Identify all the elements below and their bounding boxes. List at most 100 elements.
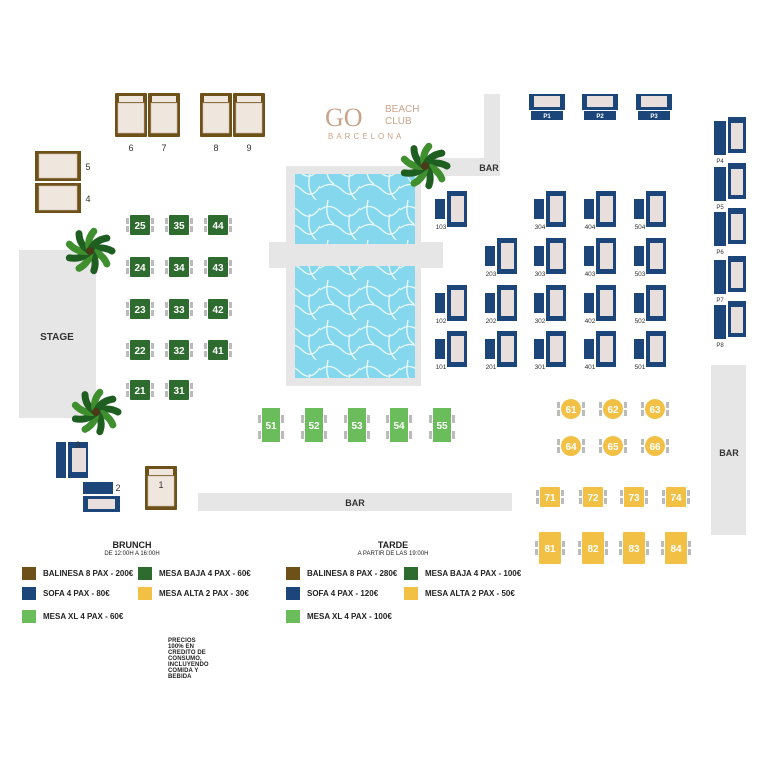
mesa-alta-64[interactable]: 64 — [557, 436, 585, 456]
sofa-304[interactable]: 304 — [534, 191, 566, 231]
mesa-baja-swatch — [404, 567, 418, 580]
sofa-403[interactable]: 403 — [584, 238, 616, 278]
bar-bottom — [198, 493, 512, 511]
seat-label: 304 — [535, 224, 546, 231]
seat-label: 102 — [436, 318, 447, 325]
mesa-xl-55[interactable]: 55 — [429, 408, 455, 442]
seat-label: 83 — [628, 544, 640, 555]
sofa-p5[interactable]: P5 — [714, 163, 746, 211]
mesa-alta-81[interactable]: 81 — [535, 532, 565, 564]
seat-label: 61 — [565, 405, 577, 416]
sofa-503[interactable]: 503 — [634, 238, 666, 278]
seat-label: 202 — [486, 318, 497, 325]
undefined[interactable]: P3 — [636, 94, 672, 120]
mesa-baja-33[interactable]: 33 — [165, 299, 193, 319]
sofa-201[interactable]: 201 — [485, 331, 517, 371]
sofa-502[interactable]: 502 — [634, 285, 666, 325]
balinesa-1[interactable]: 1 — [145, 466, 177, 510]
seat-label: 23 — [134, 305, 146, 316]
mesa-alta-72[interactable]: 72 — [579, 487, 607, 507]
sofa-3[interactable] — [56, 442, 88, 478]
seat-label: 42 — [212, 305, 224, 316]
pool-top[interactable] — [295, 174, 415, 244]
mesa-alta-73[interactable]: 73 — [620, 487, 648, 507]
mesa-baja-34[interactable]: 34 — [165, 257, 193, 277]
sofa-swatch — [286, 587, 300, 600]
balinesa-5[interactable]: 5 — [35, 151, 91, 181]
sofa-404[interactable]: 404 — [584, 191, 616, 231]
sofa-303[interactable]: 303 — [534, 238, 566, 278]
mesa-alta-84[interactable]: 84 — [661, 532, 691, 564]
mesa-baja-24[interactable]: 24 — [126, 257, 154, 277]
seat-label: 34 — [173, 263, 185, 274]
mesa-baja-35[interactable]: 35 — [165, 215, 193, 235]
legend-tarde-sofa: SOFA 4 PAX - 120€ — [286, 587, 378, 600]
undefined[interactable]: P2 — [582, 94, 618, 120]
seat-label: 4 — [85, 194, 90, 204]
mesa-baja-25[interactable]: 25 — [126, 215, 154, 235]
mesa-xl-51[interactable]: 51 — [258, 408, 284, 442]
sofa-501[interactable]: 501 — [634, 331, 666, 371]
undefined[interactable]: P1 — [529, 94, 565, 120]
seat-label: 31 — [173, 386, 185, 397]
legend-tarde-balinesa: BALINESA 8 PAX - 280€ — [286, 567, 397, 580]
mesa-xl-54[interactable]: 54 — [386, 408, 412, 442]
mesa-baja-22[interactable]: 22 — [126, 340, 154, 360]
legend-tarde-subtitle: A PARTIR DE LAS 19:00H — [357, 551, 429, 557]
sofa-202[interactable]: 202 — [485, 285, 517, 325]
seat-label: P3 — [650, 114, 658, 120]
balinesa-7[interactable]: 7 — [148, 93, 180, 153]
sofa-101[interactable]: 101 — [435, 331, 467, 371]
mesa-alta-66[interactable]: 66 — [641, 436, 669, 456]
sofa-103[interactable]: 103 — [435, 191, 467, 231]
mesa-baja-31[interactable]: 31 — [165, 380, 193, 400]
seat-label: P6 — [716, 250, 724, 256]
seat-label: 6 — [128, 143, 133, 153]
sofa-p4[interactable]: P4 — [714, 117, 746, 165]
mesa-alta-63[interactable]: 63 — [641, 399, 669, 419]
mesa-baja-21[interactable]: 21 — [126, 380, 154, 400]
seat-label: 63 — [649, 405, 661, 416]
mesa-baja-43[interactable]: 43 — [204, 257, 232, 277]
bar-bottom-label: BAR — [345, 498, 365, 508]
sofa-p6[interactable]: P6 — [714, 208, 746, 256]
sofa-p7[interactable]: P7 — [714, 256, 746, 304]
sofa-301[interactable]: 301 — [534, 331, 566, 371]
mesa-alta-83[interactable]: 83 — [619, 532, 649, 564]
seat-label: 62 — [607, 405, 619, 416]
legend-tarde-title: TARDE — [377, 540, 409, 550]
palm-tree-icon — [65, 227, 116, 275]
sofa-504[interactable]: 504 — [634, 191, 666, 231]
mesa-alta-71[interactable]: 71 — [536, 487, 564, 507]
mesa-xl-52[interactable]: 52 — [301, 408, 327, 442]
pool-bottom[interactable] — [295, 266, 415, 378]
mesa-alta-62[interactable]: 62 — [599, 399, 627, 419]
mesa-alta-74[interactable]: 74 — [662, 487, 690, 507]
mesa-xl-53[interactable]: 53 — [344, 408, 370, 442]
balinesa-6[interactable]: 6 — [115, 93, 147, 153]
seat-label: 52 — [308, 421, 320, 432]
sofa-402[interactable]: 402 — [584, 285, 616, 325]
sofa-401[interactable]: 401 — [584, 331, 616, 371]
mesa-alta-65[interactable]: 65 — [599, 436, 627, 456]
sofa-102[interactable]: 102 — [435, 285, 467, 325]
balinesa-9[interactable]: 9 — [233, 93, 265, 153]
logo-line1: BEACH — [385, 104, 419, 115]
seat-label: 301 — [535, 364, 546, 371]
mesa-baja-42[interactable]: 42 — [204, 299, 232, 319]
mesa-baja-23[interactable]: 23 — [126, 299, 154, 319]
balinesa-4[interactable]: 4 — [35, 183, 91, 213]
legend-brunch-mesa-xl: MESA XL 4 PAX - 60€ — [22, 610, 123, 623]
mesa-baja-41[interactable]: 41 — [204, 340, 232, 360]
sofa-203[interactable]: 203 — [485, 238, 517, 278]
mesa-baja-44[interactable]: 44 — [204, 215, 232, 235]
seat-label: 51 — [265, 421, 277, 432]
mesa-alta-82[interactable]: 82 — [578, 532, 608, 564]
bar-top-label: BAR — [479, 163, 499, 173]
sofa-302[interactable]: 302 — [534, 285, 566, 325]
mesa-baja-32[interactable]: 32 — [165, 340, 193, 360]
sofa-p8[interactable]: P8 — [714, 301, 746, 349]
balinesa-8[interactable]: 8 — [200, 93, 232, 153]
mesa-alta-61[interactable]: 61 — [557, 399, 585, 419]
sofa-2[interactable]: 2 — [83, 482, 121, 512]
